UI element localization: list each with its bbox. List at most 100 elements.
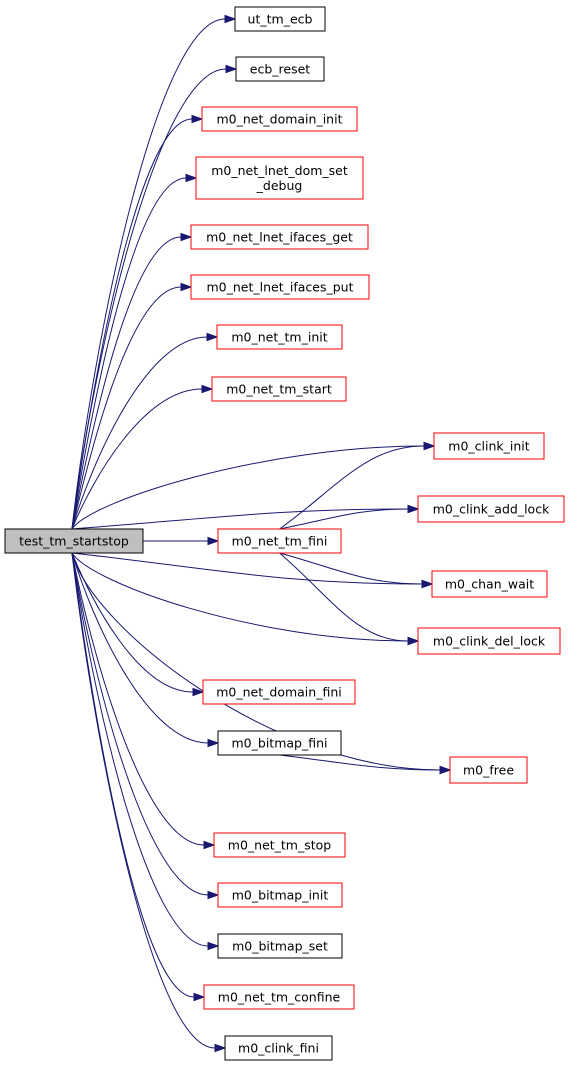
node-box	[217, 528, 342, 554]
edge-line	[71, 552, 209, 744]
edge-line	[71, 552, 423, 585]
edge-line	[71, 118, 193, 530]
edge-arrowhead	[214, 1043, 227, 1053]
node-label: m0_net_tm_stop	[228, 838, 332, 853]
node-label: ecb_reset	[250, 62, 311, 77]
edge-line	[71, 508, 409, 530]
edge-line	[71, 552, 194, 693]
function-node-m0_clink_fini[interactable]: m0_clink_fini	[224, 1035, 333, 1061]
edge-root-to-m0_bitmap_init	[71, 552, 220, 900]
node-box	[190, 274, 370, 300]
function-node-m0_net_tm_init[interactable]: m0_net_tm_init	[216, 324, 343, 350]
function-node-m0_net_domain_init[interactable]: m0_net_domain_init	[201, 106, 358, 132]
edge-m0_net_tm_fini-to-m0_chan_wait	[279, 552, 434, 589]
edge-line	[71, 552, 205, 846]
edge-arrowhead	[439, 765, 452, 775]
edge-line	[71, 388, 203, 530]
function-node-m0_net_tm_confine[interactable]: m0_net_tm_confine	[203, 984, 355, 1010]
edge-arrowhead	[180, 232, 193, 242]
edge-root-to-m0_net_tm_start	[71, 384, 214, 530]
function-node-m0_net_lnet_ifaces_get[interactable]: m0_net_lnet_ifaces_get	[190, 224, 369, 250]
node-box	[431, 570, 548, 598]
node-box	[235, 56, 325, 82]
edge-line	[71, 552, 441, 771]
node-label: m0_bitmap_set	[232, 939, 328, 954]
node-box	[417, 627, 561, 655]
edge-root-to-m0_net_domain_init	[71, 114, 204, 530]
node-label: m0_net_tm_fini	[232, 534, 328, 549]
function-node-m0_bitmap_init[interactable]: m0_bitmap_init	[217, 882, 343, 908]
edge-line	[71, 18, 226, 530]
node-label: test_tm_startstop	[19, 534, 129, 549]
edge-arrowhead	[192, 687, 205, 697]
node-label: m0_net_lnet_dom_set	[211, 163, 348, 178]
function-node-m0_chan_wait[interactable]: m0_chan_wait	[431, 570, 548, 598]
node-box	[190, 224, 369, 250]
node-box	[213, 832, 346, 858]
node-label: _debug	[256, 178, 303, 193]
edge-m0_net_tm_fini-to-m0_clink_del_lock	[279, 552, 420, 646]
function-node-m0_clink_del_lock[interactable]: m0_clink_del_lock	[417, 627, 561, 655]
edge-m0_net_tm_fini-to-m0_clink_add_lock	[279, 504, 420, 530]
edge-line	[279, 552, 409, 642]
edge-root-to-m0_net_tm_stop	[71, 552, 216, 850]
edge-root-to-m0_net_lnet_ifaces_get	[71, 232, 193, 530]
function-nodes: test_tm_startstop ut_tm_ecb ecb_reset m0_ne…	[4, 6, 565, 1061]
node-label: m0_net_domain_init	[217, 112, 343, 127]
edge-line	[71, 552, 409, 642]
function-node-m0_net_domain_fini[interactable]: m0_net_domain_fini	[202, 679, 356, 705]
node-box	[449, 756, 528, 784]
edge-arrowhead	[207, 890, 220, 900]
edge-line	[71, 336, 208, 530]
node-box	[217, 882, 343, 908]
edge-line	[71, 552, 209, 896]
function-node-m0_clink_init[interactable]: m0_clink_init	[433, 432, 545, 460]
node-label: m0_bitmap_fini	[232, 736, 328, 751]
node-label: m0_clink_fini	[238, 1041, 319, 1056]
edge-arrowhead	[407, 636, 420, 646]
function-node-m0_net_tm_stop[interactable]: m0_net_tm_stop	[213, 832, 346, 858]
function-node-m0_bitmap_set[interactable]: m0_bitmap_set	[217, 933, 343, 959]
function-node-m0_clink_add_lock[interactable]: m0_clink_add_lock	[417, 495, 565, 523]
edge-m0_net_tm_fini-to-m0_clink_init	[279, 441, 436, 530]
function-node-m0_net_tm_fini[interactable]: m0_net_tm_fini	[217, 528, 342, 554]
function-node-m0_net_lnet_dom_set_debug[interactable]: m0_net_lnet_dom_set_debug	[195, 156, 364, 200]
edge-arrowhead	[191, 114, 204, 124]
edge-root-to-m0_clink_del_lock	[71, 552, 420, 646]
edge-arrowhead	[423, 441, 436, 451]
edge-root-to-m0_net_domain_fini	[71, 552, 205, 697]
node-label: m0_net_tm_init	[231, 330, 327, 345]
edge-arrowhead	[207, 738, 220, 748]
node-label: m0_net_domain_fini	[216, 685, 341, 700]
edge-root-to-m0_bitmap_fini	[71, 552, 220, 748]
edge-arrowhead	[225, 64, 238, 74]
function-node-m0_net_lnet_ifaces_put[interactable]: m0_net_lnet_ifaces_put	[190, 274, 370, 300]
node-box	[201, 106, 358, 132]
function-node-ut_tm_ecb[interactable]: ut_tm_ecb	[234, 6, 326, 32]
edge-line	[71, 177, 187, 530]
node-label: m0_clink_del_lock	[433, 634, 546, 649]
function-node-m0_bitmap_fini[interactable]: m0_bitmap_fini	[217, 730, 342, 756]
edge-arrowhead	[203, 840, 216, 850]
function-node-m0_free[interactable]: m0_free	[449, 756, 528, 784]
node-box	[211, 376, 347, 402]
edge-line	[279, 552, 423, 585]
node-box	[203, 984, 355, 1010]
node-label: m0_net_lnet_ifaces_put	[207, 280, 354, 295]
edge-arrowhead	[207, 941, 220, 951]
node-label: m0_bitmap_init	[232, 888, 329, 903]
edge-line	[71, 236, 182, 530]
node-box	[234, 6, 326, 32]
function-node-ecb_reset[interactable]: ecb_reset	[235, 56, 325, 82]
node-box	[224, 1035, 333, 1061]
node-label: m0_net_tm_start	[226, 382, 332, 397]
edge-arrowhead	[185, 173, 198, 183]
root-function-node: test_tm_startstop	[4, 528, 144, 554]
edge-line	[71, 445, 425, 530]
node-label: m0_free	[463, 763, 514, 778]
node-box	[4, 528, 144, 554]
node-box	[217, 730, 342, 756]
function-node-m0_net_tm_start[interactable]: m0_net_tm_start	[211, 376, 347, 402]
edge-line	[279, 445, 425, 530]
